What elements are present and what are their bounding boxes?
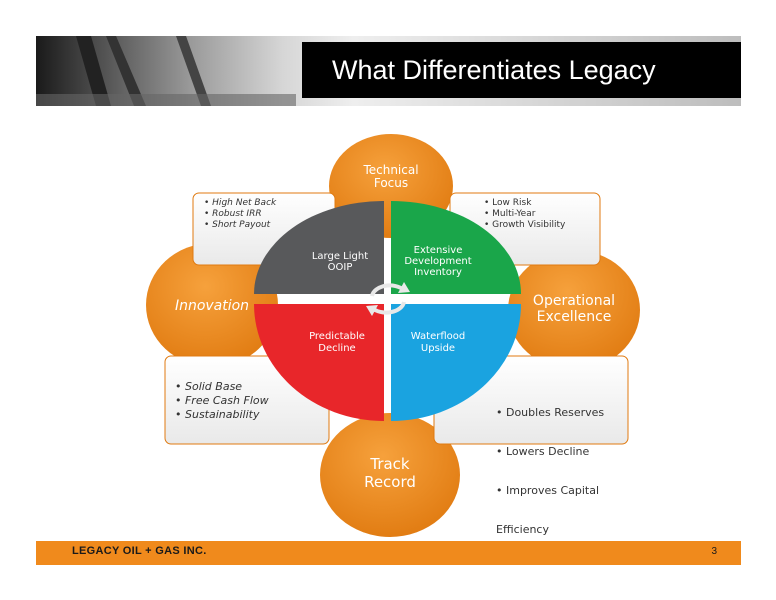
quadrant-top-left <box>254 201 384 294</box>
list-item: • Multi-Year <box>484 209 536 219</box>
list-item: • Solid Base <box>175 380 243 393</box>
company-name: LEGACY OIL + GAS INC. <box>72 545 207 557</box>
list-item: • Improves Capital <box>496 484 600 497</box>
innovation-circle <box>146 243 278 367</box>
quadrant-top-right <box>391 201 521 294</box>
predictable-decline-label: Predictable Decline <box>309 331 365 354</box>
footer-bar: LEGACY OIL + GAS INC. 3 <box>36 541 741 565</box>
operational-excellence-circle <box>508 250 640 370</box>
list-item: • Growth Visibility <box>484 220 566 230</box>
list-item: Efficiency <box>496 523 549 536</box>
page-title: What Differentiates Legacy <box>302 42 741 98</box>
technical-focus-label: Technical Focus <box>363 163 419 190</box>
quadrant-bottom-right <box>391 304 521 421</box>
large-light-ooip-label: Large Light OOIP <box>311 251 369 273</box>
list-item: • Free Cash Flow <box>175 394 269 407</box>
bullets-top-left: • High Net Back • Robust IRR • Short Pay… <box>204 198 276 231</box>
list-item: • Short Payout <box>204 220 271 230</box>
track-record-circle <box>320 413 460 537</box>
bullets-bottom-left: • Solid Base • Free Cash Flow • Sustaina… <box>175 380 269 422</box>
innovation-label: Innovation <box>174 298 250 314</box>
waterflood-upside-label: Waterflood Upside <box>410 331 466 354</box>
list-item: • High Net Back <box>204 198 277 208</box>
list-item: • Doubles Reserves <box>496 406 605 419</box>
cycle-arrows-icon <box>370 283 406 315</box>
track-record-label: Track Record <box>364 455 416 491</box>
oil-rig-silhouette-icon <box>36 36 296 106</box>
list-item: • Lowers Decline <box>496 445 590 458</box>
bullets-bottom-right: • Doubles Reserves • Lowers Decline • Im… <box>496 380 604 562</box>
operational-excellence-label: Operational Excellence <box>532 293 616 325</box>
page-number: 3 <box>711 546 717 557</box>
development-inventory-label: Extensive Development Inventory <box>404 245 472 278</box>
list-item: • Robust IRR <box>204 209 262 219</box>
bullets-top-right: • Low Risk • Multi-Year • Growth Visibil… <box>484 198 565 231</box>
list-item: • Low Risk <box>484 198 532 208</box>
list-item: • Sustainability <box>175 408 260 421</box>
quadrant-bottom-left <box>254 304 384 421</box>
